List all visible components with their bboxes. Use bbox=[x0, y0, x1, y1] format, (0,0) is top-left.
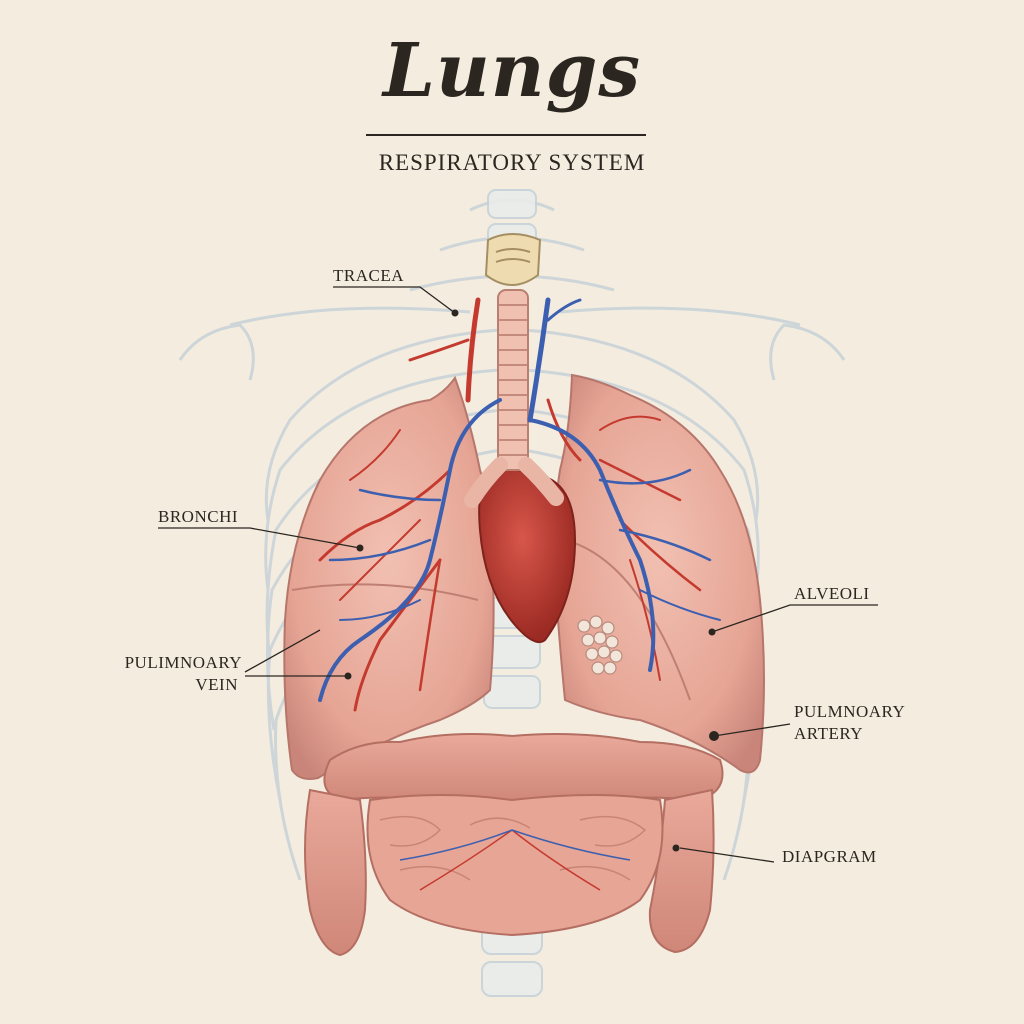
leader-pulmonary-vein-a bbox=[244, 629, 321, 673]
abdominal-organs bbox=[304, 733, 724, 957]
ascending-colon bbox=[304, 788, 367, 957]
right-clavicle bbox=[559, 306, 801, 327]
alveoli-cluster bbox=[577, 615, 623, 675]
leader-pulmonary-artery bbox=[713, 723, 791, 737]
rib-1-left bbox=[264, 328, 501, 521]
label-alveoli: ALVEOLI bbox=[794, 584, 870, 603]
label-diaphragm: DIAPGRAM bbox=[782, 847, 877, 866]
leader-diaphragm bbox=[679, 847, 775, 863]
label-trachea: TRACEA bbox=[333, 266, 404, 285]
left-shoulder bbox=[178, 323, 255, 381]
transverse-colon bbox=[323, 733, 724, 804]
small-intestine bbox=[366, 794, 664, 937]
diagram-subtitle: RESPIRATORY SYSTEM bbox=[378, 150, 646, 175]
diagram-title: Lungs bbox=[382, 28, 642, 114]
rib-1-right bbox=[523, 328, 760, 521]
left-main-bronchus bbox=[464, 457, 508, 508]
right-shoulder bbox=[769, 323, 846, 381]
pulmonary-veins bbox=[318, 297, 721, 702]
trachea-structure bbox=[464, 233, 564, 508]
label-bronchi: BRONCHI bbox=[158, 507, 239, 526]
pulmonary-arteries bbox=[318, 297, 702, 712]
label-pulmonary-vein-line1: PULIMNOARY bbox=[124, 653, 242, 672]
leader-bronchi bbox=[158, 527, 361, 549]
leader-dots bbox=[344, 309, 719, 852]
label-pulmonary-vein-line2: VEIN bbox=[195, 675, 238, 694]
descending-colon bbox=[648, 788, 715, 954]
label-pulmonary-artery-line1: PULMNOARY bbox=[794, 702, 906, 721]
rib-2-left bbox=[264, 368, 501, 591]
right-lung-fissure bbox=[564, 539, 691, 701]
right-main-bronchus bbox=[518, 457, 564, 506]
title-underline bbox=[366, 134, 646, 136]
right-lung bbox=[553, 373, 765, 774]
label-pulmonary-artery-line2: ARTERY bbox=[794, 724, 864, 743]
leader-alveoli bbox=[711, 604, 878, 633]
left-lung-fissure bbox=[291, 583, 479, 601]
leader-lines bbox=[158, 286, 878, 863]
left-clavicle bbox=[229, 306, 471, 327]
leader-trachea bbox=[333, 286, 456, 314]
